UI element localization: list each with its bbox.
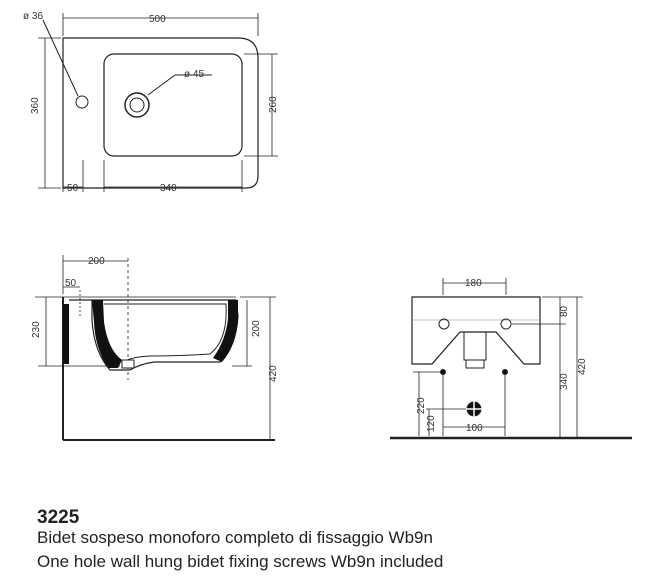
- top-view-bowl: [103, 53, 243, 157]
- dim-fixing-spacing: 180: [465, 278, 482, 289]
- dim-width: 500: [149, 14, 166, 25]
- side-view: [35, 255, 276, 441]
- dim-drain-spacing: 100: [466, 423, 483, 434]
- dim-drain-height: 120: [426, 415, 437, 432]
- front-view-body: [411, 296, 541, 365]
- dim-projection: 200: [88, 256, 105, 267]
- dim-bowl-depth: 260: [268, 96, 279, 113]
- tap-hole-inner: [129, 97, 145, 113]
- dim-bowl-height: 200: [251, 320, 262, 337]
- fixing-hole: [75, 95, 89, 109]
- dim-total-height: 420: [577, 358, 588, 375]
- top-view: [38, 13, 278, 192]
- dim-height: 230: [31, 321, 42, 338]
- description-english: One hole wall hung bidet fixing screws W…: [37, 552, 444, 571]
- dim-floor-height: 420: [268, 365, 279, 382]
- product-code: 3225: [37, 507, 80, 528]
- dim-hole-diameter: ø 36: [23, 11, 43, 22]
- dim-fixing-height: 340: [559, 373, 570, 390]
- dim-pipe-height: 220: [416, 397, 427, 414]
- front-fixing-hole-left: [438, 318, 450, 330]
- dim-tap-hole: ø 45: [184, 69, 204, 80]
- dim-wall-offset: 50: [65, 278, 77, 289]
- front-fixing-hole-right: [500, 318, 512, 330]
- technical-drawing: ø 36 500 ø 45 360 260 50 340: [23, 11, 632, 441]
- dim-top-to-fixing: 80: [559, 305, 570, 317]
- tap-hole-outer: [124, 92, 150, 118]
- front-view: [390, 278, 632, 440]
- dim-offset: 50: [67, 183, 79, 194]
- dim-bowl-width: 340: [160, 183, 177, 194]
- description-italian: Bidet sospeso monoforo completo di fissa…: [37, 528, 433, 547]
- top-view-outline: [62, 37, 259, 189]
- dim-depth: 360: [30, 97, 41, 114]
